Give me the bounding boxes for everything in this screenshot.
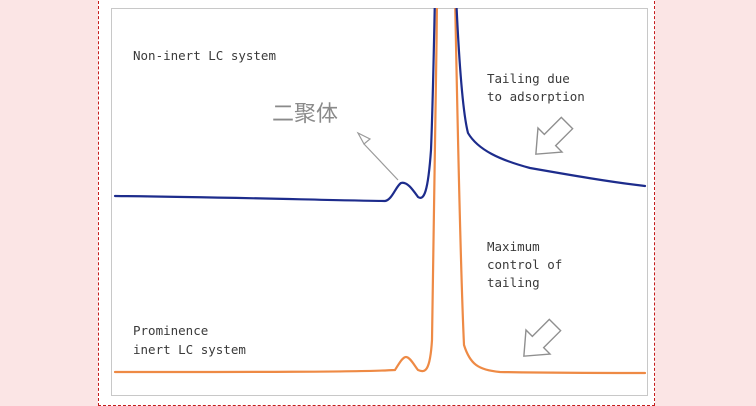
- label-non-inert: Non-inert LC system: [133, 48, 276, 63]
- dimer-pointer-arrow: [356, 131, 399, 181]
- label-inert: Prominence inert LC system: [133, 323, 246, 357]
- series-group: [113, 8, 647, 375]
- annotation-control: Maximum control of tailing: [487, 239, 570, 290]
- tailing-block-arrow: [535, 116, 574, 155]
- series-line-inert: [113, 8, 647, 375]
- series-line-non-inert: [113, 8, 647, 203]
- annotation-dimer: 二聚体: [272, 102, 338, 127]
- annotation-tailing: Tailing due to adsorption: [487, 71, 585, 104]
- control-block-arrow: [523, 318, 562, 357]
